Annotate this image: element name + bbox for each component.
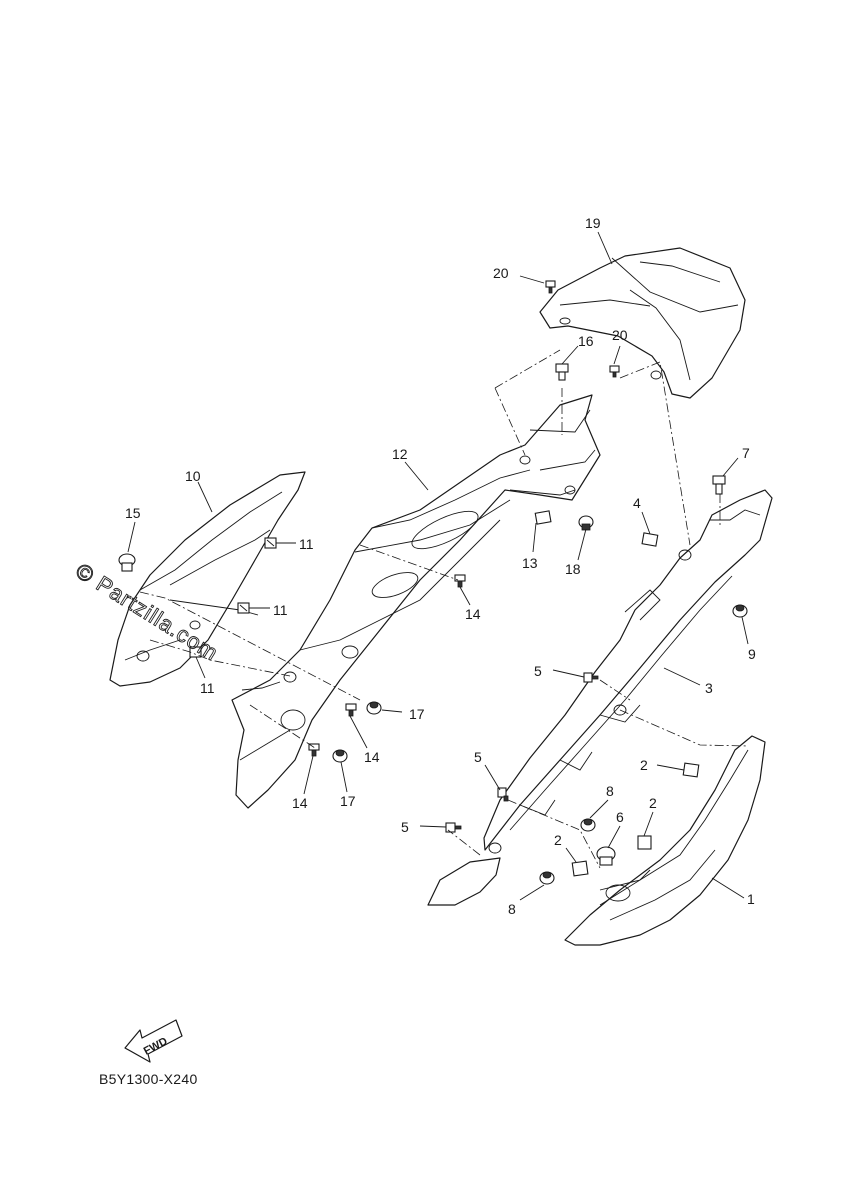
screw-5-b	[497, 787, 509, 802]
grommet-17-a	[366, 701, 382, 715]
callout-5: 5	[534, 663, 542, 679]
part-1-side-cover-right	[564, 735, 766, 946]
callout-8: 8	[508, 901, 516, 917]
callout-19: 19	[585, 215, 601, 231]
grommet-18	[578, 515, 594, 531]
callout-2: 2	[649, 795, 657, 811]
part-12-side-cover-frame	[231, 394, 601, 809]
callout-labels: 19 20 20 16 12 10 15 11 11 11 13 18 14 1…	[125, 215, 756, 917]
callout-9: 9	[748, 646, 756, 662]
screw-14-a	[454, 574, 466, 588]
callout-14: 14	[364, 749, 380, 765]
clip-11-b	[237, 602, 250, 614]
part-3-side-rail	[427, 489, 773, 906]
hardware-fasteners	[118, 280, 748, 885]
callout-12: 12	[392, 446, 408, 462]
callout-11: 11	[273, 602, 288, 618]
bolt-16	[555, 363, 569, 381]
clip-2-b	[637, 835, 652, 850]
callout-16: 16	[578, 333, 594, 349]
grommet-17-b	[332, 749, 348, 763]
callout-7: 7	[742, 445, 750, 461]
clip-4	[641, 532, 659, 547]
fwd-arrow-icon: FWD	[124, 1019, 183, 1063]
callout-2: 2	[554, 832, 562, 848]
clip-13	[534, 510, 552, 525]
callout-6: 6	[616, 809, 624, 825]
grommet-8-a	[580, 818, 596, 832]
callout-2: 2	[640, 757, 648, 773]
callout-14: 14	[465, 606, 481, 622]
callout-15: 15	[125, 505, 141, 521]
drawing-code: B5Y1300-X240	[99, 1071, 198, 1087]
callout-5: 5	[474, 749, 482, 765]
callout-11: 11	[200, 680, 215, 696]
part-19-tail-cover	[539, 247, 746, 399]
callout-11: 11	[299, 536, 314, 552]
callout-14: 14	[292, 795, 308, 811]
callout-17: 17	[409, 706, 425, 722]
screw-14-b	[345, 703, 357, 717]
assembly-lines	[139, 349, 749, 869]
screw-20-a	[545, 280, 556, 294]
screw-20-b	[609, 365, 620, 378]
callout-3: 3	[705, 680, 713, 696]
clip-2-a	[682, 762, 700, 778]
clip-11-a	[264, 537, 277, 549]
callout-18: 18	[565, 561, 581, 577]
callout-20: 20	[612, 327, 628, 343]
callout-8: 8	[606, 783, 614, 799]
part-10-side-cover-left	[109, 471, 306, 687]
callout-20: 20	[493, 265, 509, 281]
damper-6	[596, 846, 616, 866]
screw-14-c	[308, 743, 320, 757]
callout-17: 17	[340, 793, 356, 809]
bolt-7	[712, 475, 726, 495]
callout-10: 10	[185, 468, 201, 484]
callout-5: 5	[401, 819, 409, 835]
grommet-15	[118, 553, 136, 572]
clip-2-c	[571, 860, 589, 877]
screw-5-a	[583, 672, 599, 683]
callout-13: 13	[522, 555, 538, 571]
grommet-9	[732, 604, 748, 618]
leader-lines	[127, 231, 749, 901]
grommet-8-b	[539, 871, 555, 885]
callout-1: 1	[747, 891, 755, 907]
callout-4: 4	[633, 495, 641, 511]
